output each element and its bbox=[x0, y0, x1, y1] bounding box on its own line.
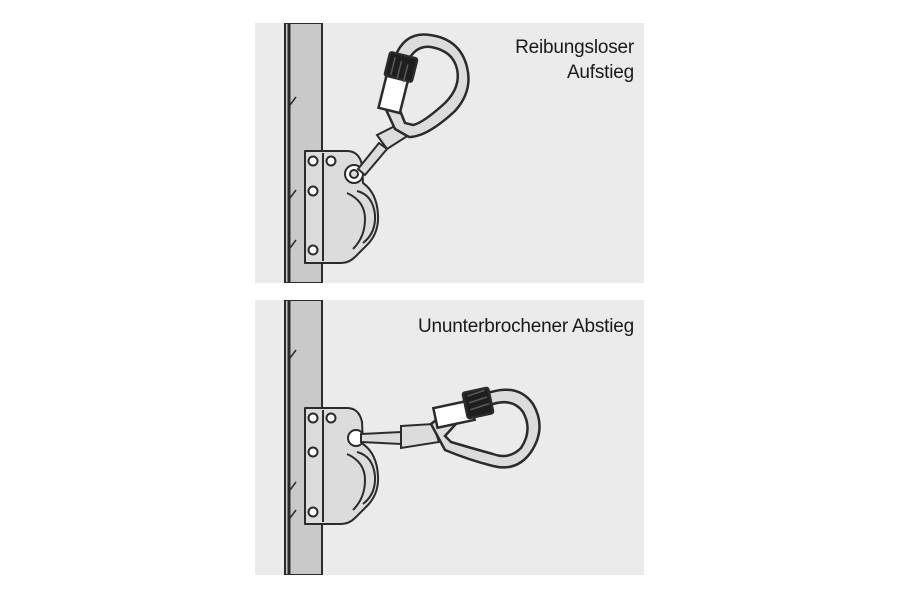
caption-line: Ununterbrochener Abstieg bbox=[418, 316, 634, 337]
ascent-caption: Reibungsloser Aufstieg bbox=[515, 35, 634, 85]
swivel-connector bbox=[360, 422, 441, 450]
descent-illustration bbox=[284, 300, 541, 575]
carabiner-icon bbox=[429, 386, 541, 469]
fall-arrester-device bbox=[304, 150, 380, 264]
ascent-panel: Reibungsloser Aufstieg bbox=[255, 23, 644, 283]
caption-line: Aufstieg bbox=[566, 62, 634, 83]
descent-caption: Ununterbrochener Abstieg bbox=[418, 314, 634, 339]
descent-panel: Ununterbrochener Abstieg bbox=[255, 300, 644, 575]
carabiner-icon bbox=[376, 33, 470, 139]
fall-arrester-device bbox=[304, 407, 380, 525]
caption-line: Reibungsloser bbox=[515, 37, 634, 58]
ascent-illustration bbox=[284, 23, 470, 283]
